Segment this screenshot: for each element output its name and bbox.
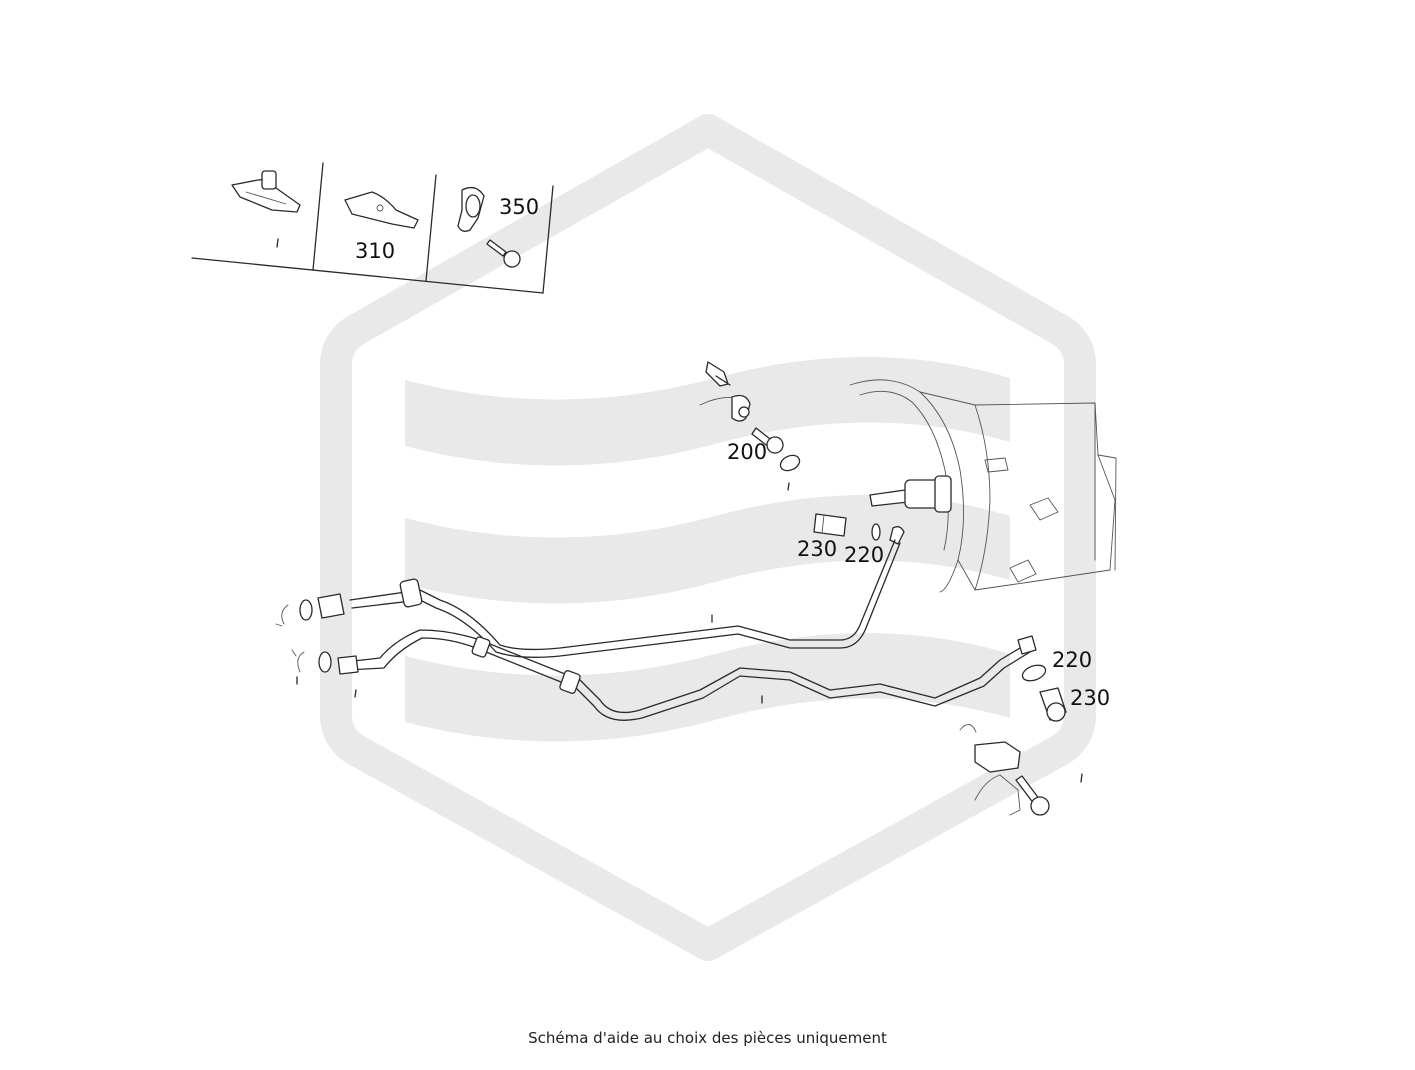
- pipe-clamp-350-icon: [457, 186, 521, 268]
- banjo-fitting-lower: [959, 664, 1083, 816]
- banjo-bolt-200-group: [699, 361, 801, 491]
- transmission-housing: [849, 379, 1117, 593]
- disclaimer-caption: Schéma d'aide au choix des pièces unique…: [528, 1029, 887, 1047]
- callout-230-lower: 230: [1070, 686, 1110, 710]
- callout-200: 200: [727, 440, 767, 464]
- banjo-fitting-upper: [813, 513, 905, 545]
- callout-350: 350: [499, 195, 539, 219]
- clip-bracket-icon: [231, 170, 301, 248]
- watermark-logo: [320, 114, 1096, 961]
- bolt-icon: [486, 239, 521, 268]
- callout-220-lower: 220: [1052, 648, 1092, 672]
- oil-cooler-lines: [275, 539, 1037, 721]
- callout-230-upper: 230: [797, 537, 837, 561]
- clip-310-icon: [344, 191, 419, 229]
- callout-310: 310: [355, 239, 395, 263]
- clip-inset-panel: 350 310: [191, 162, 554, 294]
- callout-220-upper: 220: [844, 543, 884, 567]
